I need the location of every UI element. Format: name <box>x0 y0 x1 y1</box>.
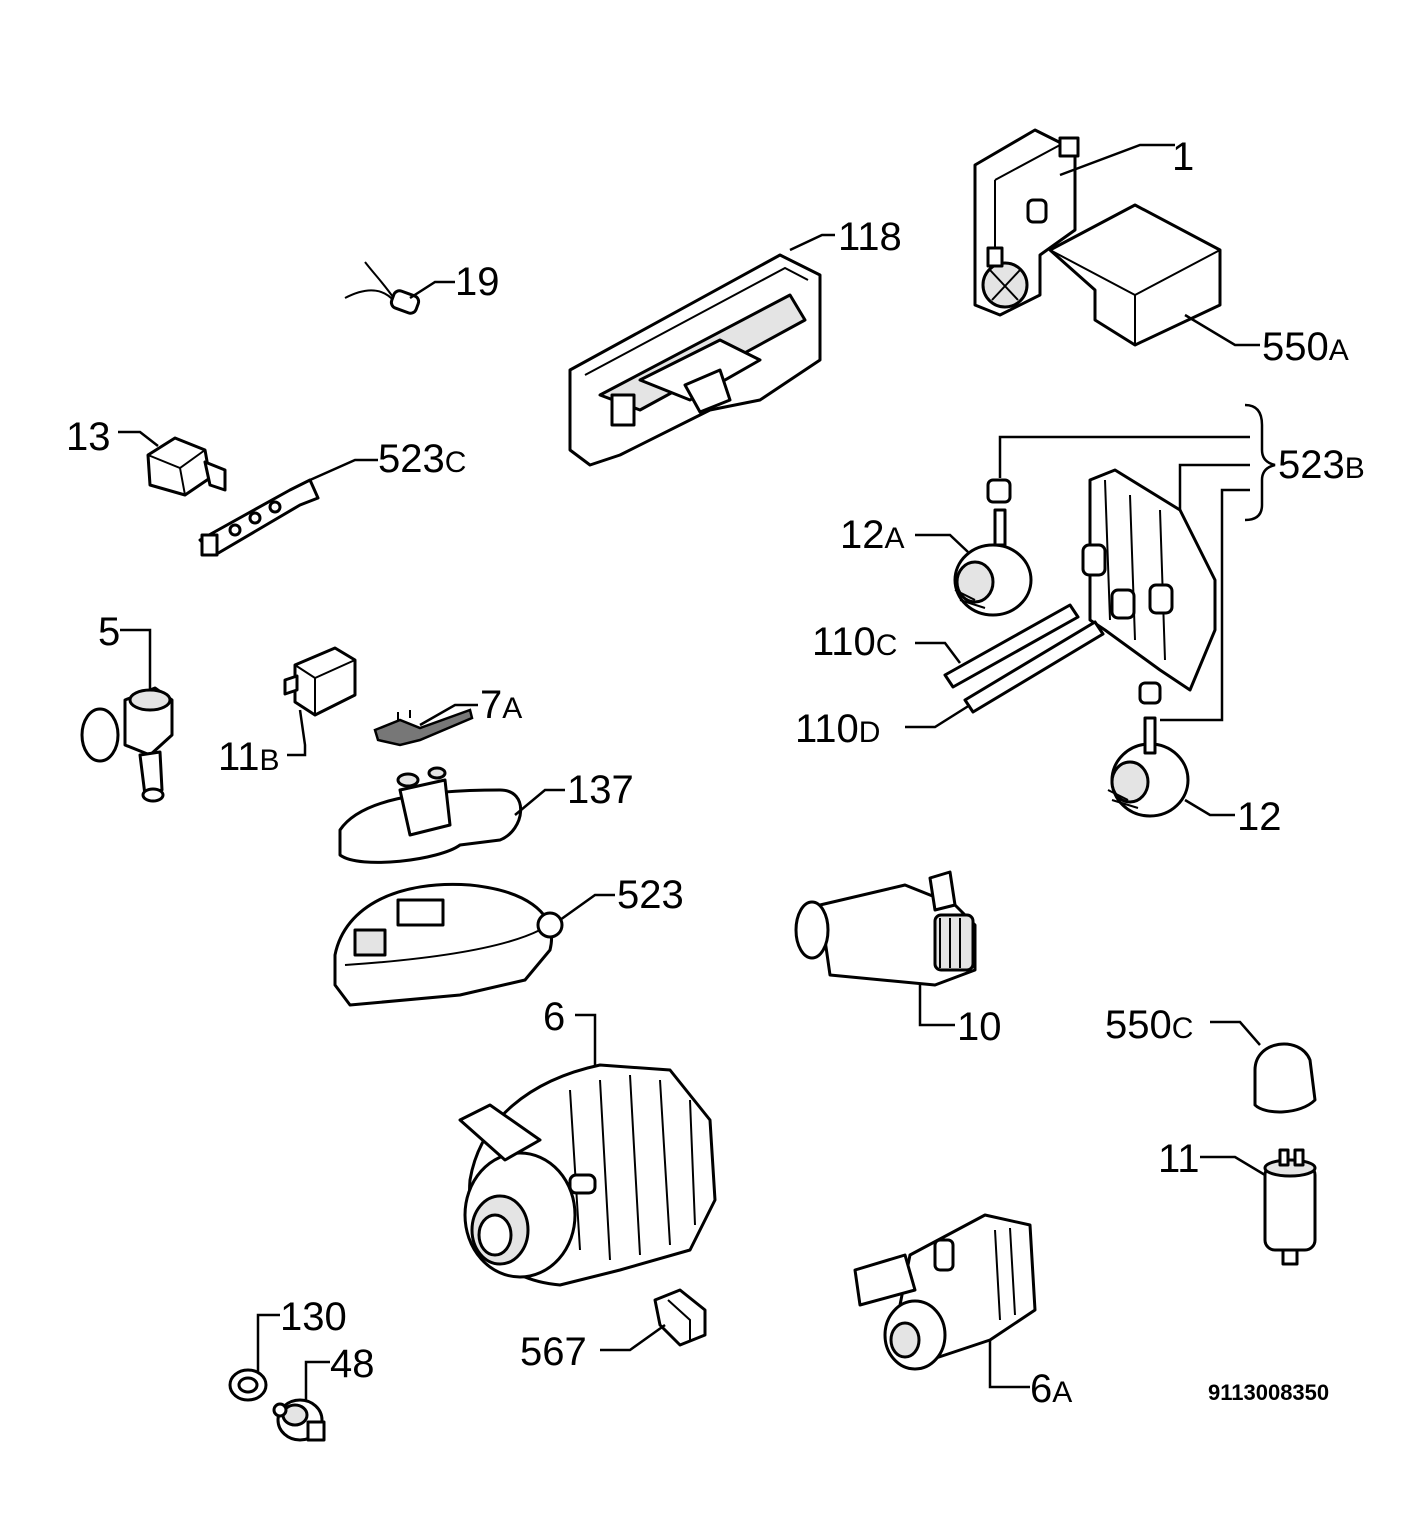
part-11b-relay <box>283 646 357 717</box>
part-523-housing <box>333 882 564 1007</box>
callout-labels: 1 118 19 550A 13 523C 523B 12A 5 7A 110C… <box>66 135 1365 1411</box>
part-523b-holder <box>1081 468 1217 692</box>
part-523b-cap-bottom <box>1138 681 1162 705</box>
label-10: 10 <box>957 1005 1002 1049</box>
part-523c-bracket <box>198 478 320 557</box>
label-12: 12 <box>1237 795 1282 839</box>
label-137: 137 <box>567 768 634 812</box>
part-6a-drain-pump <box>853 1213 1037 1371</box>
label-523b: 523B <box>1278 443 1365 487</box>
part-137-cover <box>338 766 523 864</box>
part-118-dispenser <box>568 253 822 467</box>
label-13: 13 <box>66 415 111 459</box>
part-48-plug <box>272 1398 326 1442</box>
part-567-clip <box>653 1288 707 1347</box>
leader-lines <box>118 143 1276 1400</box>
part-7a-sensor <box>373 708 474 747</box>
part-5-valve <box>80 686 174 803</box>
label-550a: 550A <box>1262 325 1349 369</box>
part-6-motor <box>458 1063 717 1287</box>
part-10-heater <box>794 870 977 987</box>
part-550c-cap <box>1253 1042 1317 1114</box>
label-19: 19 <box>455 260 500 304</box>
label-118: 118 <box>838 215 902 259</box>
label-1: 1 <box>1172 135 1194 179</box>
label-550c: 550C <box>1105 1003 1193 1047</box>
label-523c: 523C <box>378 437 466 481</box>
label-110c: 110C <box>812 620 897 664</box>
part-550a-cover <box>1048 203 1222 347</box>
part-110c-tube <box>943 603 1080 689</box>
part-110d-tube <box>963 620 1105 714</box>
label-11: 11 <box>1158 1137 1200 1181</box>
part-130-seal <box>228 1368 268 1402</box>
label-5: 5 <box>98 610 120 654</box>
label-110d: 110D <box>795 707 880 751</box>
label-523: 523 <box>617 873 684 917</box>
part-13-switch <box>146 436 227 497</box>
label-12a: 12A <box>840 513 905 557</box>
label-48: 48 <box>330 1342 375 1386</box>
part-19-sensor <box>344 261 421 315</box>
label-6: 6 <box>543 995 565 1039</box>
label-567: 567 <box>520 1330 587 1374</box>
drawing-number: 9113008350 <box>1208 1380 1329 1405</box>
part-12a-pressure-switch <box>953 508 1033 617</box>
label-11b: 11B <box>218 735 280 779</box>
label-7a: 7A <box>480 683 522 727</box>
part-1-programmer <box>973 128 1080 317</box>
part-523b-cap-top <box>986 478 1012 504</box>
label-6a: 6A <box>1030 1367 1072 1411</box>
part-11-capacitor <box>1263 1148 1317 1266</box>
part-12-pressure-switch <box>1107 716 1190 818</box>
label-130: 130 <box>280 1295 347 1339</box>
